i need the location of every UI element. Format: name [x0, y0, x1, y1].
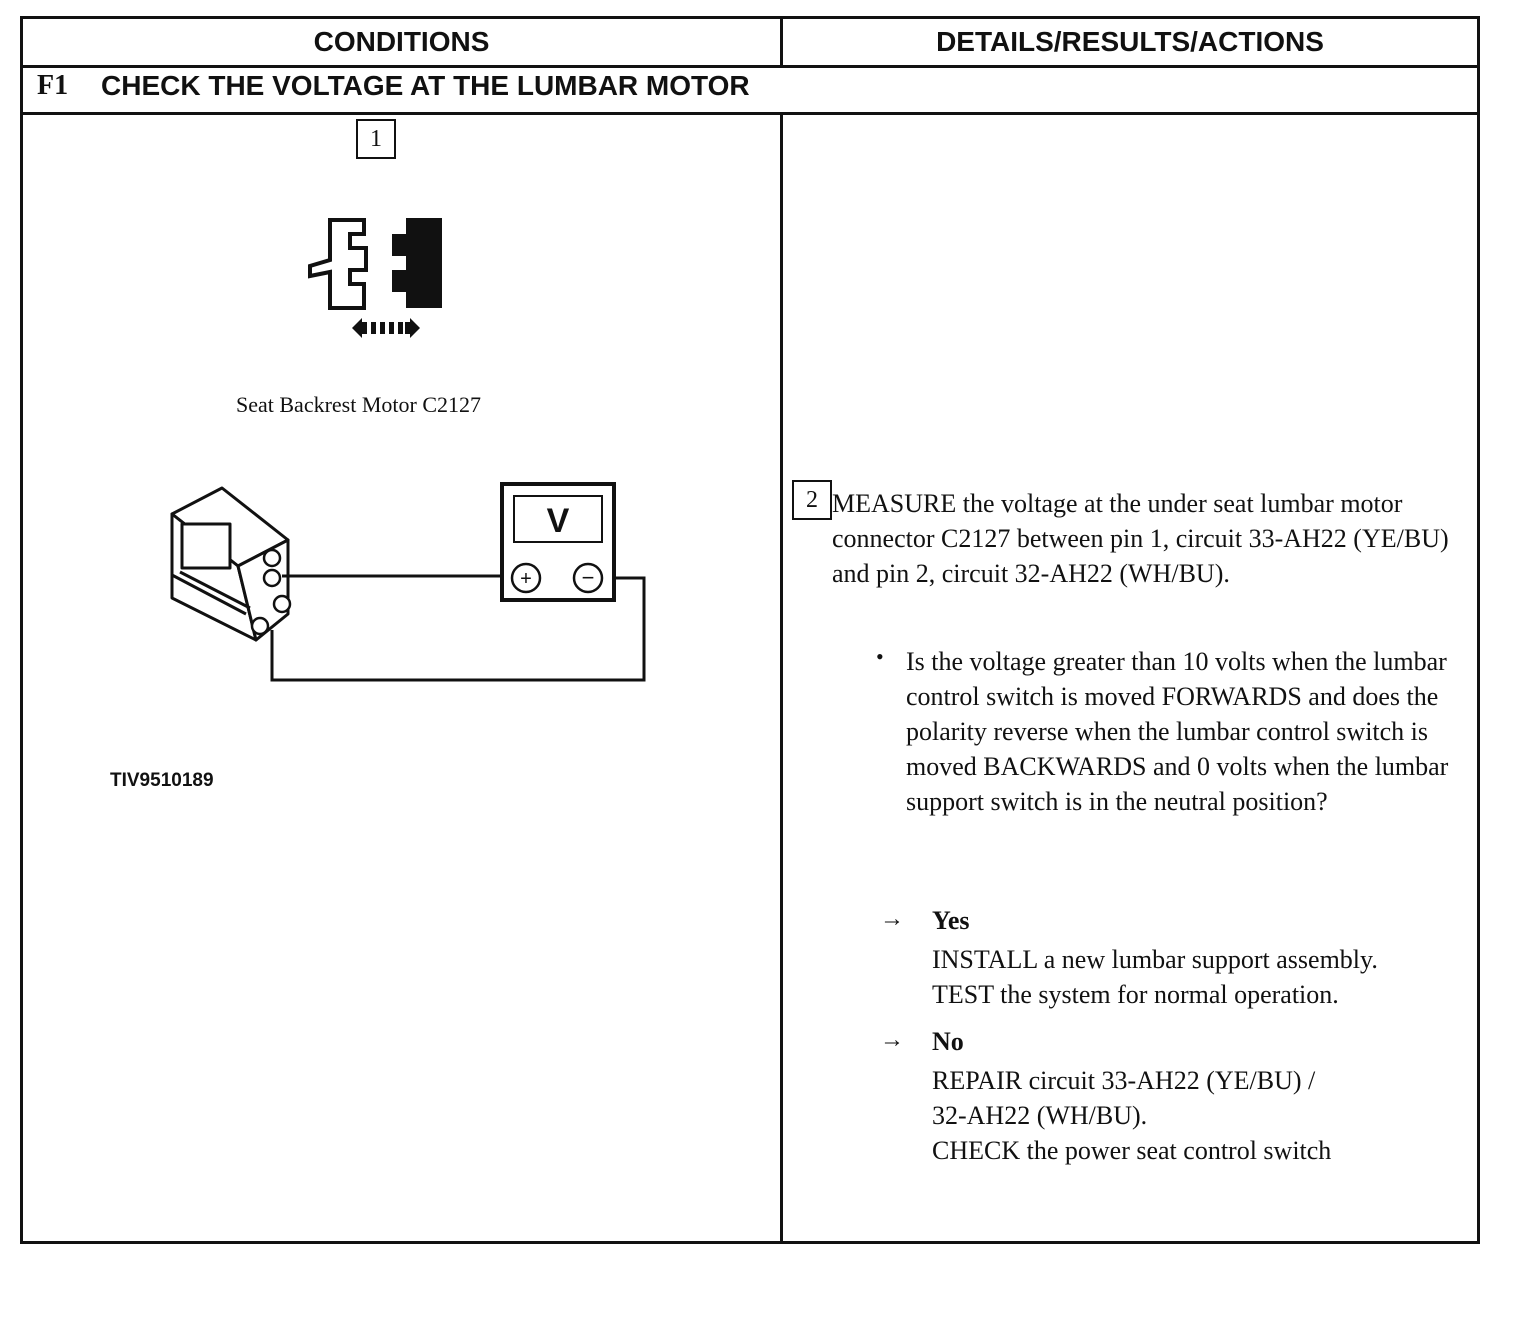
- details-header: DETAILS/RESULTS/ACTIONS: [936, 26, 1324, 57]
- step-box-1: 1: [356, 119, 396, 159]
- measure-instruction: MEASURE the voltage at the under seat lu…: [832, 489, 1449, 588]
- yes-label: Yes: [932, 906, 970, 935]
- positive-label: +: [520, 568, 532, 590]
- voltmeter-label: V: [547, 502, 570, 540]
- column-divider: [780, 112, 783, 1241]
- voltage-question: Is the voltage greater than 10 volts whe…: [906, 647, 1449, 816]
- no-label: No: [932, 1027, 964, 1056]
- step-divider: [23, 112, 1477, 115]
- positive-terminal: [510, 562, 542, 594]
- negative-label: −: [582, 565, 595, 590]
- voltmeter-display: [513, 495, 603, 543]
- connector-pins: [250, 548, 292, 636]
- no-action-line: REPAIR circuit 33-AH22 (YE/BU) /: [932, 1066, 1316, 1095]
- step-box-2: 2: [792, 480, 832, 520]
- connector-block: [170, 486, 290, 642]
- yes-actions: INSTALL a new lumbar support assembly. T…: [932, 942, 1472, 1012]
- no-action-line: CHECK the power seat control switch: [932, 1136, 1332, 1165]
- yes-action-line: TEST the system for normal operation.: [932, 980, 1339, 1009]
- wiring-diagram: V + −: [170, 482, 646, 682]
- diagnostic-table: CONDITIONS DETAILS/RESULTS/ACTIONS F1 CH…: [20, 16, 1480, 1244]
- no-arrow-icon: →: [880, 1027, 904, 1053]
- figure-id: TIV9510189: [110, 770, 214, 791]
- connector-icon: [308, 218, 442, 338]
- conditions-header: CONDITIONS: [23, 19, 783, 65]
- header-divider: [23, 65, 1477, 68]
- no-action-line: 32-AH22 (WH/BU).: [932, 1101, 1148, 1130]
- connector-caption: Seat Backrest Motor C2127: [236, 392, 482, 417]
- bullet-symbol: •: [876, 644, 884, 669]
- step-row: F1 CHECK THE VOLTAGE AT THE LUMBAR MOTOR: [23, 68, 1477, 112]
- step-id: F1: [37, 70, 69, 101]
- yes-action-line: INSTALL a new lumbar support assembly.: [932, 945, 1378, 974]
- negative-terminal: [572, 562, 604, 594]
- yes-arrow-icon: →: [880, 906, 904, 932]
- step-title: CHECK THE VOLTAGE AT THE LUMBAR MOTOR: [101, 70, 750, 101]
- no-actions: REPAIR circuit 33-AH22 (YE/BU) / 32-AH22…: [932, 1063, 1472, 1168]
